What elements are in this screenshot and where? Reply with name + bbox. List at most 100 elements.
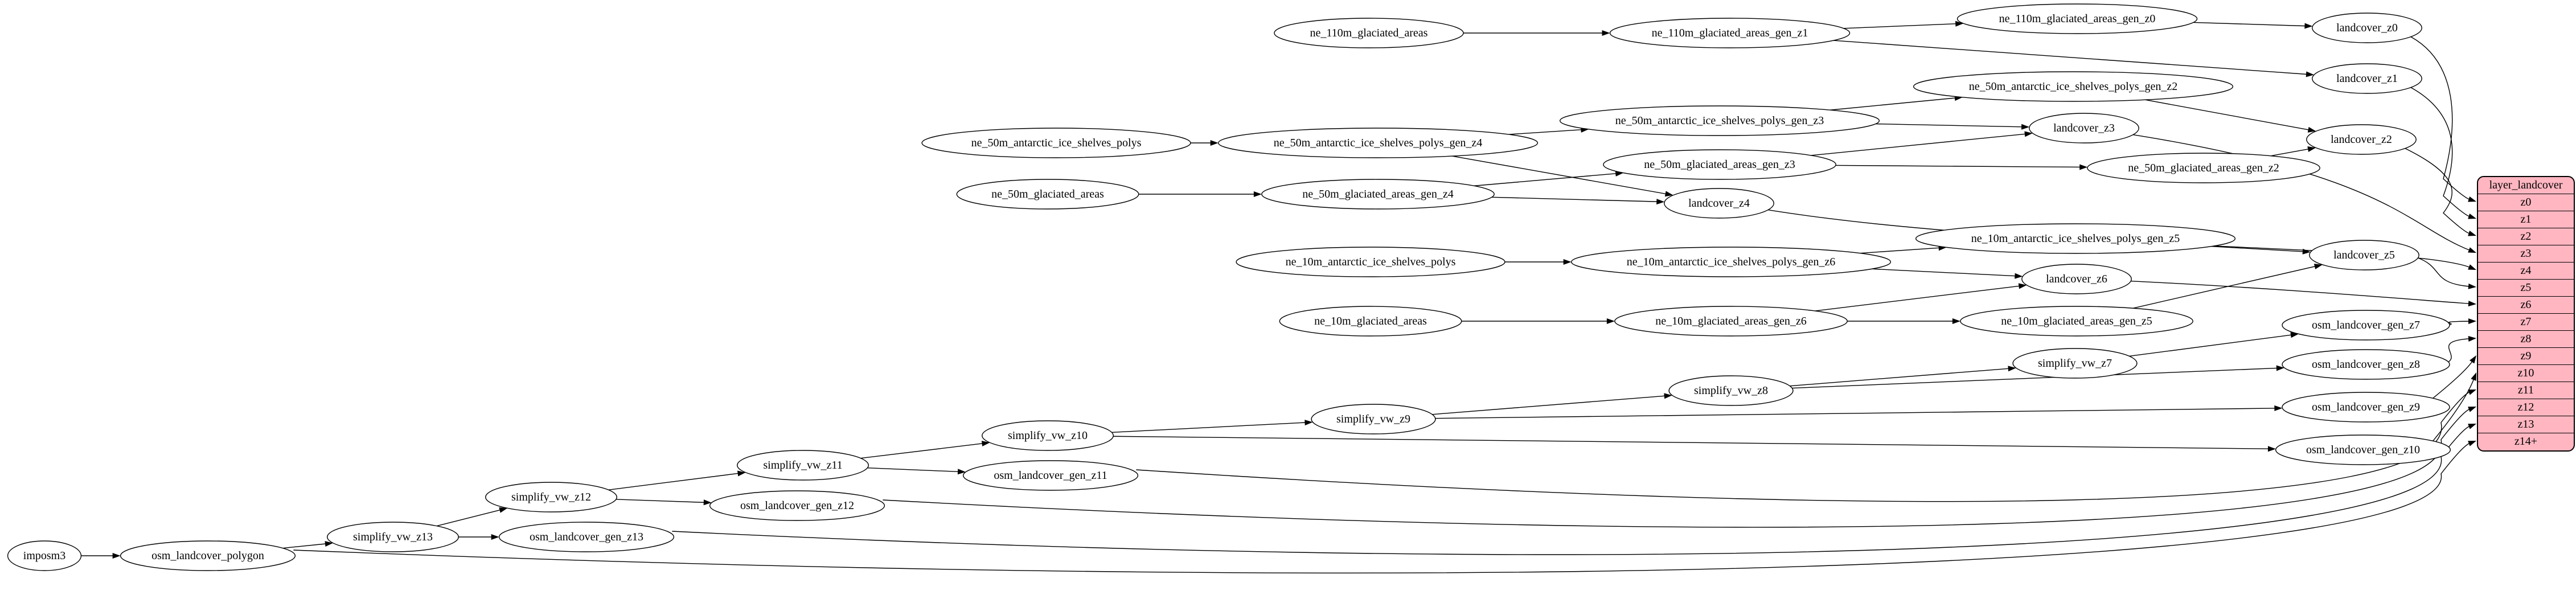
edge-ne_10m_antarctic_ice_shelves_polys-to-ne_10m_antarctic_ice_shelves_polys_gen_z6 <box>1504 259 1572 265</box>
arrowhead-icon <box>1210 140 1219 146</box>
node-label: landcover_z0 <box>2336 22 2398 34</box>
node-label: simplify_vw_z11 <box>763 459 842 471</box>
edge-ne_10m_antarctic_ice_shelves_polys_gen_z6-to-ne_10m_antarctic_ice_shelves_polys_gen_z5 <box>1860 245 1947 254</box>
edge-simplify_vw_z11-to-simplify_vw_z10 <box>860 441 990 459</box>
edge-ne_50m_glaciated_areas_gen_z3-to-ne_50m_glaciated_areas_gen_z2 <box>1835 164 2088 170</box>
edge-imposm3-to-osm_landcover_polygon <box>81 553 121 559</box>
arrowhead-icon <box>1656 199 1665 205</box>
node-ne_110m_glaciated_areas_gen_z0: ne_110m_glaciated_areas_gen_z0 <box>1956 3 2198 34</box>
edge-ne_110m_glaciated_areas_gen_z1-to-landcover_z1 <box>1833 40 2314 77</box>
arrowhead-icon <box>325 541 333 547</box>
table-row-z2: z2 <box>2478 228 2574 245</box>
edge-ne_110m_glaciated_areas-to-ne_110m_glaciated_areas_gen_z1 <box>1463 30 1610 36</box>
edge-osm_landcover_gen_z9-to-layer_landcover-z9 <box>2433 355 2476 399</box>
table-row-z8: z8 <box>2478 331 2574 348</box>
node-label: ne_50m_antarctic_ice_shelves_polys_gen_z… <box>1615 114 1824 127</box>
arrowhead-icon <box>2015 273 2023 279</box>
edge-simplify_vw_z9-to-osm_landcover_gen_z9 <box>1435 405 2283 419</box>
arrowhead-icon <box>2024 131 2033 137</box>
arrowhead-icon <box>2468 247 2476 253</box>
arrowhead-icon <box>2468 335 2476 342</box>
node-ne_50m_antarctic_ice_shelves_polys_gen_z3: ne_50m_antarctic_ice_shelves_polys_gen_z… <box>1559 105 1880 136</box>
node-label: ne_110m_glaciated_areas_gen_z0 <box>1999 13 2156 25</box>
edge-osm_landcover_gen_z11-to-layer_landcover-z11 <box>1136 389 2476 502</box>
node-ne_10m_antarctic_ice_shelves_polys: ne_10m_antarctic_ice_shelves_polys <box>1236 247 1506 277</box>
node-ne_50m_antarctic_ice_shelves_polys: ne_50m_antarctic_ice_shelves_polys <box>921 128 1191 158</box>
edge-ne_50m_glaciated_areas_gen_z2-to-landcover_z2 <box>2270 146 2316 157</box>
arrowhead-icon <box>2468 389 2476 395</box>
node-label: osm_landcover_gen_z11 <box>994 469 1107 482</box>
table-row-z14+: z14+ <box>2514 435 2538 448</box>
node-ne_10m_glaciated_areas: ne_10m_glaciated_areas <box>1279 306 1462 337</box>
edge-ne_50m_glaciated_areas_gen_z3-to-landcover_z3 <box>1811 131 2033 156</box>
arrowhead-icon <box>1664 191 1673 197</box>
arrowhead-icon <box>2008 366 2016 372</box>
arrowhead-icon <box>2314 264 2323 269</box>
arrowhead-icon <box>2470 355 2476 364</box>
node-osm_landcover_gen_z8: osm_landcover_gen_z8 <box>2282 349 2450 380</box>
arrowhead-icon <box>2274 405 2283 411</box>
node-imposm3: imposm3 <box>7 540 82 571</box>
node-label: simplify_vw_z9 <box>1336 413 1410 425</box>
node-label: landcover_z4 <box>1688 197 1750 210</box>
table-row-z12: z12 <box>2478 399 2574 416</box>
node-label: ne_50m_antarctic_ice_shelves_polys <box>971 137 1142 149</box>
edge-osm_landcover_polygon-to-layer_landcover-z14+ <box>293 441 2476 573</box>
edge-osm_landcover_gen_z8-to-layer_landcover-z8 <box>2447 335 2476 363</box>
arrowhead-icon <box>957 469 966 475</box>
arrowhead-icon <box>2079 164 2088 170</box>
arrowhead-icon <box>2307 126 2316 133</box>
arrowhead-icon <box>2468 264 2476 270</box>
edge-simplify_vw_z11-to-osm_landcover_gen_z11 <box>867 467 966 475</box>
node-label: landcover_z3 <box>2053 122 2115 134</box>
arrowhead-icon <box>2468 441 2476 446</box>
node-simplify_vw_z8: simplify_vw_z8 <box>1668 375 1794 406</box>
edge-ne_50m_glaciated_areas_gen_z4-to-ne_50m_glaciated_areas_gen_z3 <box>1474 170 1624 187</box>
node-simplify_vw_z12: simplify_vw_z12 <box>485 482 617 512</box>
node-simplify_vw_z7: simplify_vw_z7 <box>2012 348 2138 379</box>
node-label: ne_10m_antarctic_ice_shelves_polys_gen_z… <box>1627 256 1836 268</box>
edge-simplify_vw_z10-to-osm_landcover_gen_z10 <box>1113 436 2276 452</box>
table-row-z0: z0 <box>2478 194 2574 211</box>
table-row-z3: z3 <box>2478 245 2574 263</box>
edge-simplify_vw_z13-to-simplify_vw_z12 <box>436 507 508 527</box>
table-row-z5: z5 <box>2478 280 2574 297</box>
arrowhead-icon <box>491 534 499 540</box>
node-label: osm_landcover_polygon <box>151 550 264 562</box>
node-label: ne_10m_glaciated_areas_gen_z5 <box>2001 315 2152 327</box>
node-label: ne_50m_glaciated_areas_gen_z3 <box>1644 158 1795 171</box>
edge-ne_50m_antarctic_ice_shelves_polys_gen_z4-to-ne_50m_antarctic_ice_shelves_polys_gen_z3 <box>1508 126 1589 135</box>
arrowhead-icon <box>2468 301 2476 307</box>
arrowhead-icon <box>2471 372 2476 381</box>
node-ne_50m_glaciated_areas: ne_50m_glaciated_areas <box>956 179 1139 210</box>
node-label: osm_landcover_gen_z7 <box>2312 319 2420 331</box>
node-label: landcover_z6 <box>2046 273 2107 285</box>
arrowhead-icon <box>2468 407 2476 412</box>
edge-simplify_vw_z7-to-osm_landcover_gen_z7 <box>2129 332 2299 357</box>
node-landcover_z1: landcover_z1 <box>2312 63 2422 94</box>
node-label: landcover_z5 <box>2333 249 2395 261</box>
edge-ne_10m_antarctic_ice_shelves_polys_gen_z6-to-landcover_z6 <box>1872 268 2023 279</box>
node-label: ne_50m_antarctic_ice_shelves_polys_gen_z… <box>1969 80 2178 93</box>
arrowhead-icon <box>1305 420 1313 426</box>
edge-simplify_vw_z13-to-osm_landcover_gen_z13 <box>458 534 499 540</box>
arrowhead-icon <box>1606 318 1615 324</box>
node-label: ne_10m_antarctic_ice_shelves_polys <box>1286 256 1456 268</box>
edge-ne_10m_antarctic_ice_shelves_polys_gen_z5-to-landcover_z5 <box>2211 245 2311 255</box>
node-label: osm_landcover_gen_z9 <box>2312 401 2420 413</box>
arrowhead-icon <box>1615 170 1624 177</box>
node-label: ne_50m_antarctic_ice_shelves_polys_gen_z… <box>1274 137 1483 149</box>
edge-osm_landcover_polygon-to-simplify_vw_z13 <box>282 541 333 549</box>
edge-simplify_vw_z12-to-osm_landcover_gen_z12 <box>616 499 712 506</box>
node-ne_10m_antarctic_ice_shelves_polys_gen_z5: ne_10m_antarctic_ice_shelves_polys_gen_z… <box>1915 223 2236 254</box>
edge-ne_110m_glaciated_areas_gen_z0-to-landcover_z0 <box>2193 22 2313 29</box>
arrowhead-icon <box>1952 318 1960 324</box>
table-title: layer_landcover <box>2478 177 2574 194</box>
edge-osm_landcover_gen_z10-to-layer_landcover-z10 <box>2433 372 2476 441</box>
edge-ne_10m_glaciated_areas_gen_z6-to-landcover_z6 <box>1815 283 2027 311</box>
node-ne_10m_glaciated_areas_gen_z5: ne_10m_glaciated_areas_gen_z5 <box>1960 306 2193 337</box>
node-label: landcover_z2 <box>2331 133 2392 146</box>
node-ne_110m_glaciated_areas: ne_110m_glaciated_areas <box>1274 18 1464 48</box>
node-label: ne_110m_glaciated_areas <box>1310 27 1428 39</box>
